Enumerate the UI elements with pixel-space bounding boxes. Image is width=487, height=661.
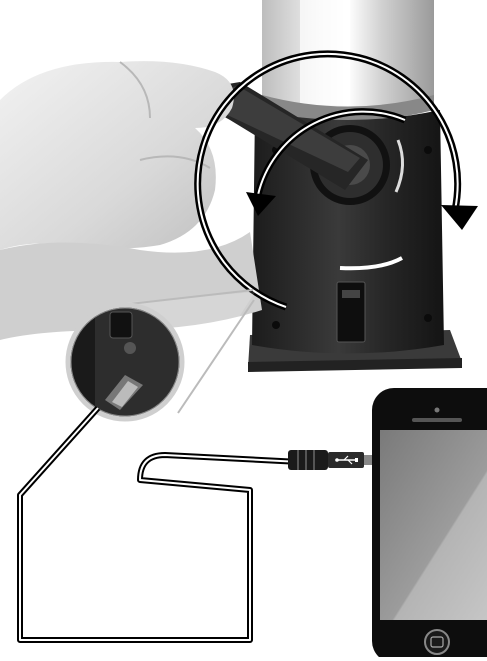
screw-icon bbox=[272, 321, 280, 329]
screw-icon bbox=[424, 314, 432, 322]
usb-cable bbox=[20, 408, 300, 640]
home-button[interactable] bbox=[425, 630, 449, 654]
screw-icon bbox=[424, 146, 432, 154]
smartphone-icon bbox=[372, 388, 487, 657]
micro-usb-plug[interactable] bbox=[288, 450, 376, 470]
